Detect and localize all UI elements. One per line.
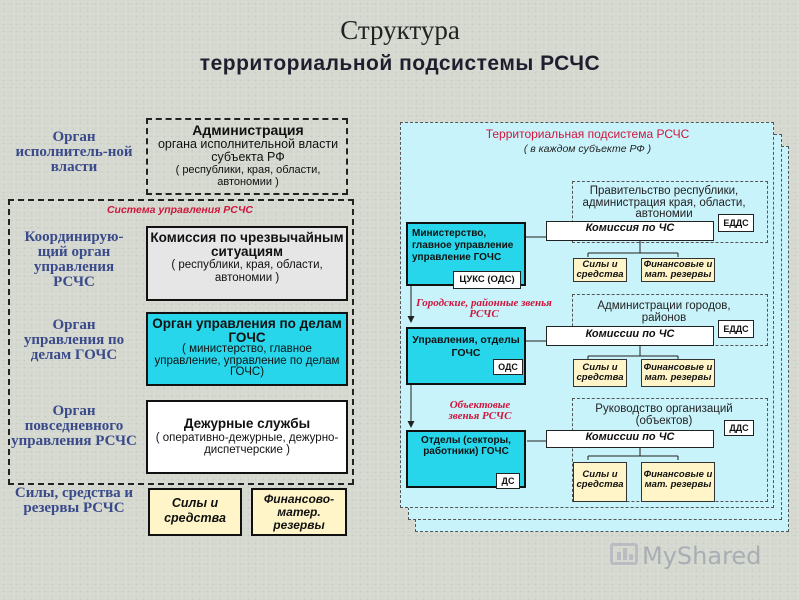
admin-title: Администрация [192,122,304,138]
gochs-box: Орган управления по делам ГОЧС ( министе… [146,312,348,386]
label-coordinating: Координирую-щий орган управления РСЧС [24,229,124,290]
units-box: Отделы (секторы, работники) ГОЧС [406,430,526,488]
dds-box: ДДС [724,420,754,436]
admin-dashed-frame [146,118,348,195]
label-organ-gochs: Орган управления по делам ГОЧС [23,317,125,363]
org-mgmt-text: Руководство организаций (объектов) [595,403,733,427]
forces-box: Силы и средства [148,488,242,536]
commission3-box: Комиссии по ЧС [546,430,714,448]
departments-box: Управления, отделы ГОЧС [406,327,526,385]
forces-box-text: Силы и средства [164,496,226,525]
edds2-box: ЕДДС [718,320,754,338]
city-admin-text: Администрации городов, районов [597,300,731,324]
city-links-label: Городские, районные звенья РСЧС [416,297,552,320]
label-forces: Силы, средства и резервы РСЧС [14,485,134,516]
commission-title: Комиссия по чрезвычайным ситуациям [150,230,344,260]
page-subtitle: территориальной подсистемы РСЧС [199,52,601,75]
commission1-box: Комиссия по ЧС [546,221,714,241]
finance-small-3: Финансовые и мат. резервы [641,462,715,502]
forces-small-3: Силы и средства [573,462,627,502]
duty-box: Дежурные службы ( оперативно-дежурные, д… [146,400,348,474]
forces-small-1: Силы и средства [573,258,627,282]
admin-text: органа исполнительной власти субъекта РФ [157,136,339,164]
admin-sub: ( республики, края, области, автономии ) [175,163,321,189]
tsuks-box: ЦУКС (ОДС) [453,271,521,289]
territorial-title: Территориальная подсистема РСЧС [485,127,690,141]
ministry-text: Министерство, главное управление управле… [412,228,514,263]
duty-sub: ( оперативно-дежурные, дежурно-диспетчер… [155,431,339,456]
admin-box: Администрация органа исполнительной влас… [155,121,341,193]
finance-box: Финансово-матер. резервы [251,488,347,536]
ods-box: ОДС [493,359,523,375]
label-organ-daily: Орган повседневного управления РСЧС [11,403,137,449]
gov-text: Правительство республики, администрация … [582,185,746,220]
system-dashed-frame [8,199,354,485]
commission2-box: Комиссии по ЧС [546,326,714,346]
system-label: Система управления РСЧС [106,204,254,216]
commission-sub: ( республики, края, области, автономии ) [171,259,323,284]
gochs-sub: ( министерство, главное управление, упра… [154,343,340,379]
duty-title: Дежурные службы [183,416,311,431]
object-links-label: Объектовые звенья РСЧС [448,399,512,422]
departments-text: Управления, отделы ГОЧС [412,334,520,359]
ds-box: ДС [496,473,520,489]
watermark-logo-icon [610,543,638,565]
page-title: Структура [340,15,460,45]
commission-box: Комиссия по чрезвычайным ситуациям ( рес… [146,226,348,301]
units-text: Отделы (секторы, работники) ГОЧС [421,435,511,457]
finance-small-2: Финансовые и мат. резервы [641,359,715,387]
label-organ-exec: Орган исполнитель-ной власти [15,129,133,175]
gov-frame [572,181,768,243]
gochs-title: Орган управления по делам ГОЧС [152,316,342,345]
forces-small-2: Силы и средства [573,359,627,387]
watermark-text: MyShared [642,542,762,570]
finance-small-1: Финансовые и мат. резервы [641,258,715,282]
edds1-box: ЕДДС [718,214,754,232]
territorial-subtitle: ( в каждом субъекте РФ ) [523,143,652,155]
finance-box-text: Финансово-матер. резервы [263,492,335,533]
